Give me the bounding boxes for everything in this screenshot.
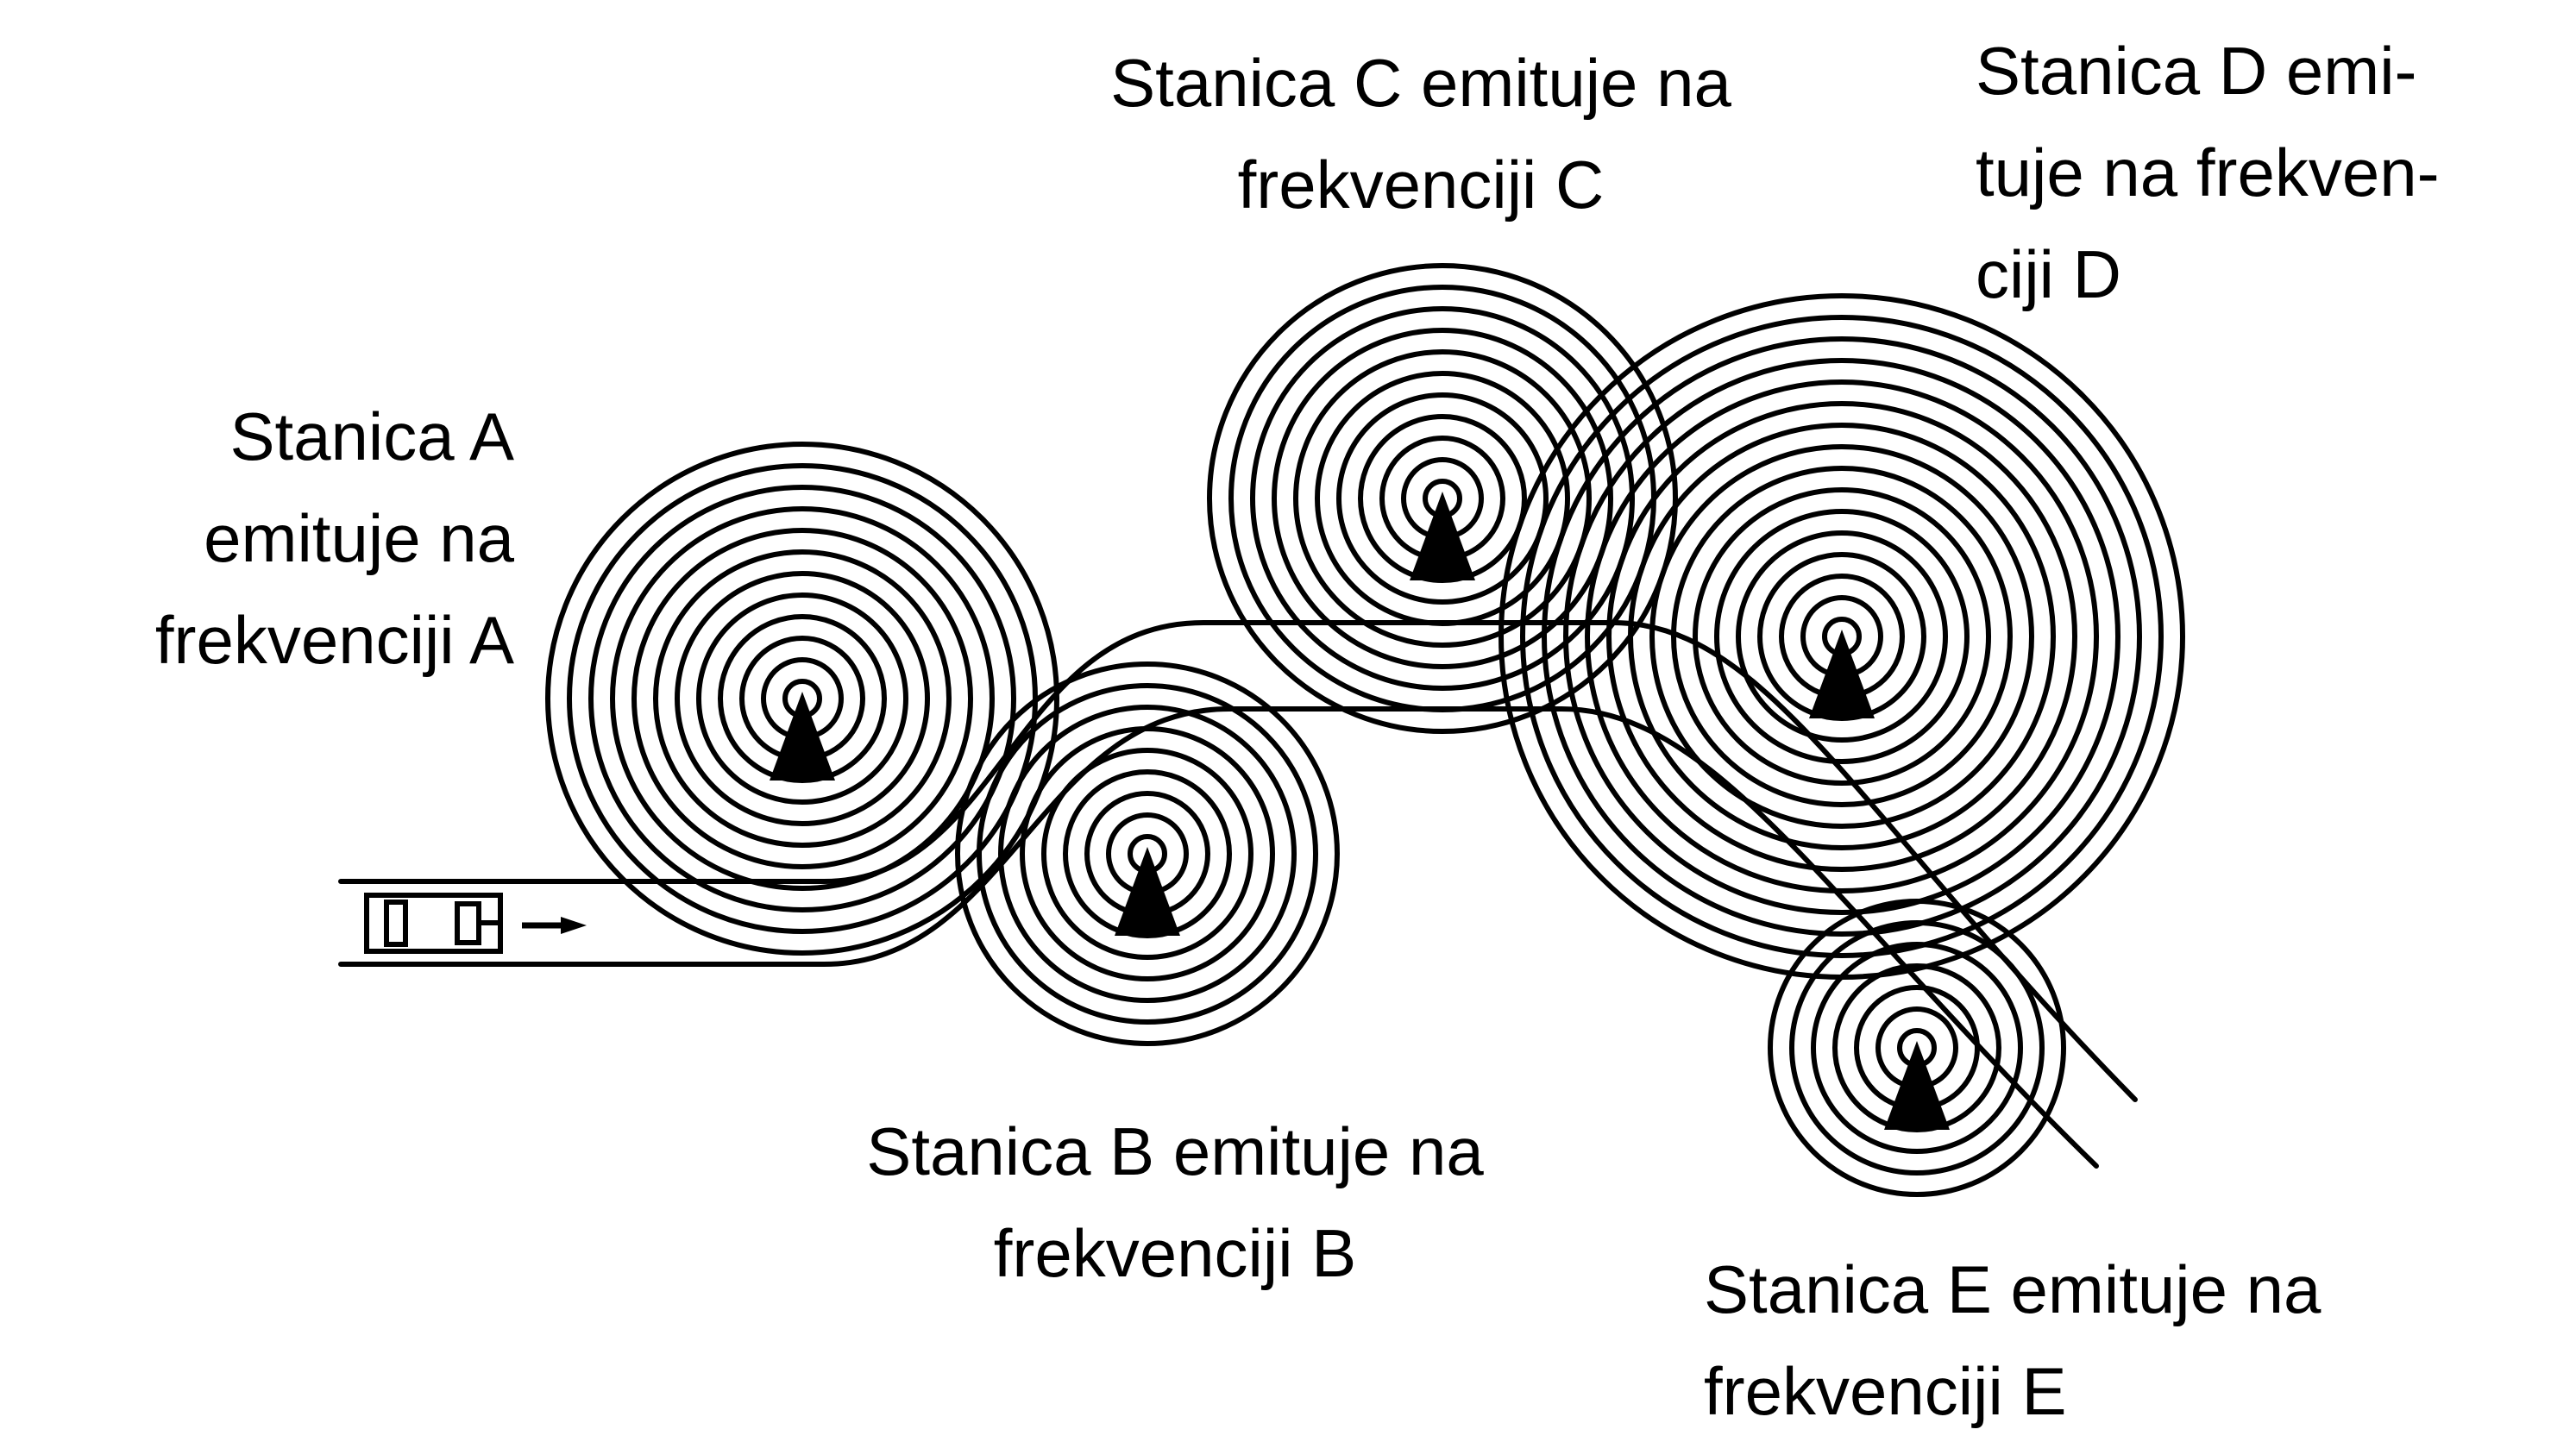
coverage-ring: [1789, 920, 2045, 1176]
station-d-label-line-2: tuje na frekven-: [1976, 135, 2440, 210]
station-b-coverage: [955, 661, 1340, 1046]
station-e-tower-icon: [1884, 1041, 1950, 1130]
station-b-label: Stanica B emituje na frekvenciji B: [701, 1100, 1649, 1304]
station-c-label-line-1: Stanica C emituje na: [1110, 45, 1731, 121]
station-a-label-line-1: Stanica A: [229, 398, 514, 474]
arrow-right-icon: [522, 917, 587, 934]
station-b-label-line-1: Stanica B emituje na: [866, 1113, 1484, 1189]
car-windshield: [455, 901, 481, 945]
coverage-ring: [545, 442, 1059, 956]
station-b-tower-icon: [1115, 847, 1180, 936]
road: [338, 620, 2138, 1169]
coverage-ring: [1585, 379, 2099, 893]
station-a-label: Stanica A emituje na frekvenciji A: [155, 386, 514, 691]
coverage-ring: [1336, 392, 1549, 605]
station-c-label: Stanica C emituje na frekvenciji C: [946, 32, 1895, 235]
coverage-ring: [675, 571, 930, 826]
coverage-ring: [588, 485, 1016, 912]
station-a-tower-icon: [770, 692, 835, 781]
station-d-label: Stanica D emi- tuje na frekven- ciji D: [1976, 20, 2440, 325]
towers: [770, 492, 1950, 1130]
coverage-ring: [1250, 306, 1635, 691]
car-rear-window: [384, 900, 408, 947]
road-edge-lower: [338, 706, 2099, 1169]
car-icon: [364, 893, 503, 954]
coverage-ring: [1293, 349, 1592, 648]
coverage-ring: [1542, 336, 2142, 937]
coverage-ring: [1649, 444, 2034, 829]
station-e-label-line-1: Stanica E emituje na: [1704, 1251, 2322, 1327]
road-edge-upper: [338, 620, 2138, 1102]
station-b-label-line-2: frekvenciji B: [993, 1215, 1357, 1291]
coverage-ring: [1811, 942, 2023, 1154]
coverage-ring: [1563, 358, 2120, 915]
station-d-label-line-3: ciji D: [1976, 236, 2121, 312]
coverage-ring: [653, 549, 952, 848]
coverage-ring: [977, 683, 1318, 1025]
coverage-ring: [610, 506, 995, 891]
coverage-ring: [955, 661, 1340, 1046]
coverage-ring: [1606, 401, 2077, 872]
station-d-label-line-1: Stanica D emi-: [1976, 33, 2417, 109]
station-d-tower-icon: [1809, 630, 1875, 718]
coverage-ring: [1041, 748, 1253, 960]
coverage-ring: [1736, 530, 1948, 743]
station-c-tower-icon: [1410, 492, 1475, 580]
coverage-ring: [696, 592, 908, 805]
coverage-ring: [1693, 487, 1991, 786]
station-e-label: Stanica E emituje na frekvenciji E: [1704, 1238, 2321, 1442]
coverage-ring: [998, 705, 1297, 1003]
coverage-ring: [1768, 899, 2066, 1197]
coverage-ring: [1628, 423, 2056, 850]
coverage-ring: [1272, 328, 1613, 669]
coverage-ring: [1671, 466, 2013, 807]
station-a-label-line-2: emituje na: [204, 500, 514, 576]
station-a-label-line-3: frekvenciji A: [154, 602, 514, 678]
station-e-label-line-2: frekvenciji E: [1704, 1353, 2067, 1429]
coverage-ring: [1714, 509, 1970, 764]
station-c-label-line-2: frekvenciji C: [1237, 147, 1605, 223]
coverage-ring: [1207, 263, 1678, 734]
station-d-coverage: [1498, 293, 2185, 980]
station-e-coverage: [1768, 899, 2066, 1197]
coverage-ring: [631, 528, 973, 869]
coverage-ring: [1520, 315, 2164, 958]
